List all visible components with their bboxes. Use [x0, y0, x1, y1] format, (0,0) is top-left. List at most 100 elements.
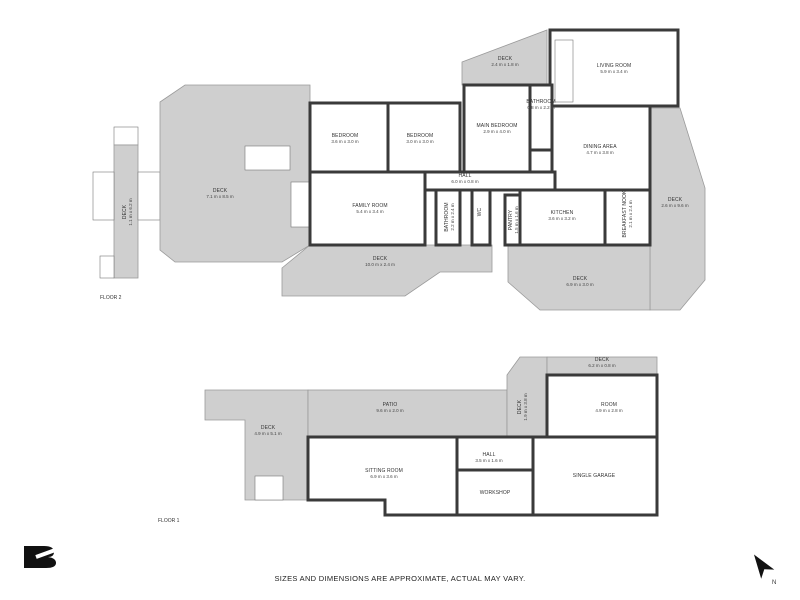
room-dimensions: 6.9 m x 3.6 m [370, 474, 398, 479]
room-dimensions: 6.0 m x 0.8 m [451, 179, 479, 184]
family-room [308, 170, 427, 247]
room-name: DECK [213, 188, 228, 194]
stairs [92, 171, 115, 221]
room-dimensions: 6.9 m x 3.0 m [566, 282, 594, 287]
room-dimensions: 0.8 m x 2.2 m [527, 105, 555, 110]
deck-1-1x6-2 [113, 144, 139, 279]
room-name: ROOM [601, 402, 617, 408]
floor-1 [204, 356, 659, 517]
room-dimensions: 3.0 m x 3.0 m [406, 139, 434, 144]
room-name: DECK [668, 197, 683, 203]
room-dimensions: 7.1 m x 8.5 m [206, 194, 234, 199]
room-name: PANTRY [508, 209, 514, 230]
workshop [455, 468, 535, 517]
room-dimensions: 5.9 m x 3.4 m [600, 69, 628, 74]
stairs [244, 145, 291, 171]
room-name: BEDROOM [332, 133, 359, 139]
deck-7-1x8-5 [159, 84, 311, 263]
room-name: BATHROOM [526, 99, 555, 105]
single-garage [531, 435, 659, 517]
room-name: PATIO [383, 402, 398, 408]
floor-2-label: FLOOR 2 [100, 295, 122, 301]
floor-2 [92, 28, 706, 311]
room-name: BEDROOM [407, 133, 434, 139]
north-arrow-icon [753, 554, 775, 579]
room-name: DECK [573, 276, 588, 282]
room-dimensions: 1.5 m x 1.6 m [514, 206, 519, 234]
room-name: DECK [595, 357, 610, 363]
patio [307, 389, 508, 438]
hall [423, 170, 557, 192]
room-dimensions: 2.4 m x 1.8 m [491, 62, 519, 67]
room-name: MAIN BEDROOM [477, 123, 518, 129]
bathroom-ensuite [528, 83, 554, 152]
stairs [254, 475, 284, 501]
room-dimensions: 1.1 m x 6.2 m [128, 198, 133, 226]
breakfast-nook [603, 188, 652, 247]
room-dimensions: 2.2 m x 2.4 m [450, 203, 455, 231]
stairs [113, 126, 139, 146]
room-name: BATHROOM [444, 202, 450, 231]
main-bedroom [462, 83, 532, 174]
north-label: N [772, 580, 776, 586]
disclaimer: SIZES AND DIMENSIONS ARE APPROXIMATE, AC… [275, 574, 526, 583]
stairs [290, 181, 311, 228]
room-dimensions: 5.4 m x 3.4 m [356, 209, 384, 214]
room-name: BREAKFAST NOOK [622, 190, 628, 237]
room-label: WC [477, 207, 483, 216]
room-name: DECK [373, 256, 388, 262]
room-name: DECK [261, 425, 276, 431]
room-name: HALL [483, 452, 496, 458]
room-name: LIVING ROOM [597, 63, 631, 69]
bedroom-1 [308, 101, 390, 174]
room-name: DINING AREA [583, 144, 617, 150]
room-name: DECK [498, 56, 513, 62]
room-name: DECK [122, 204, 128, 219]
room-dimensions: 2.6 m x 9.6 m [661, 203, 689, 208]
room [545, 373, 659, 439]
stairs [554, 39, 574, 103]
room-dimensions: 9.6 m x 2.0 m [376, 408, 404, 413]
dining-area [550, 104, 652, 192]
room-dimensions: 3.6 m x 3.2 m [548, 216, 576, 221]
room-dimensions: 2.9 m x 4.0 m [483, 129, 511, 134]
bathroom [434, 188, 462, 247]
room-dimensions: 10.0 m x 2.4 m [365, 262, 395, 267]
room-name: HALL [459, 173, 472, 179]
room-dimensions: 4.9 m x 5.1 m [254, 431, 282, 436]
wc [470, 188, 492, 247]
room-name: SINGLE GARAGE [573, 473, 616, 479]
deck-10-0x2-4 [281, 244, 493, 297]
room-name: SITTING ROOM [365, 468, 403, 474]
floor-1-label: FLOOR 1 [158, 518, 180, 524]
room-name: DECK [517, 399, 523, 414]
deck-2-6x9-6 [649, 107, 706, 311]
room-dimensions: 1.9 m x 3.8 m [523, 393, 528, 421]
room-dimensions: 4.9 m x 2.8 m [595, 408, 623, 413]
room-name: WC [477, 207, 483, 216]
